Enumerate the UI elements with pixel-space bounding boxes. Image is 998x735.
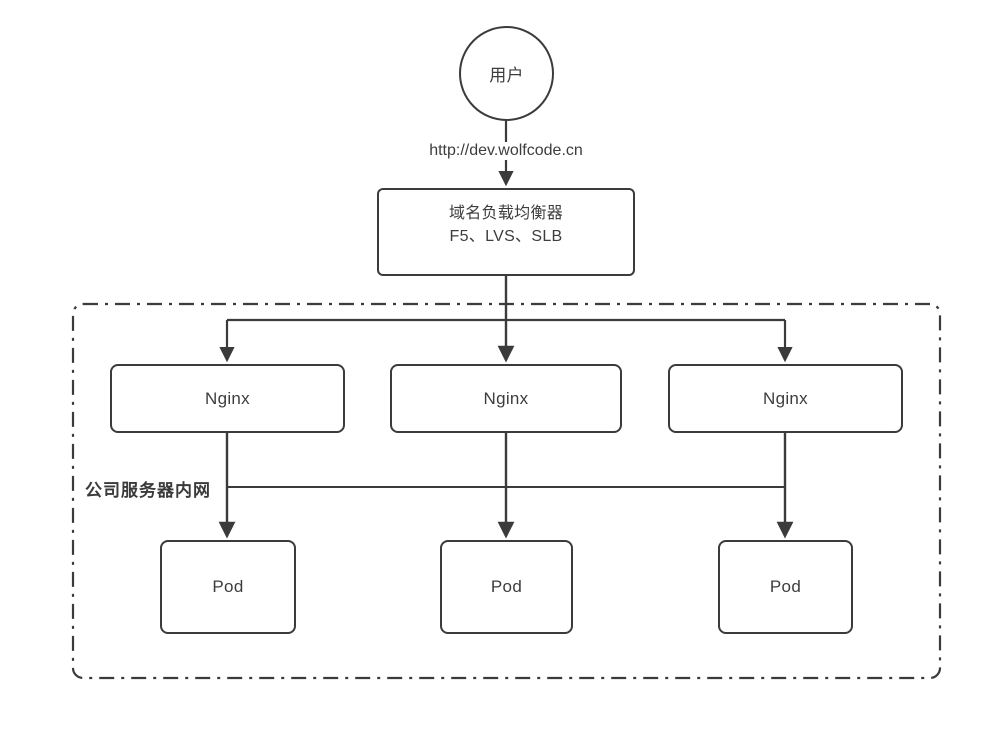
url-label: http://dev.wolfcode.cn [424,142,588,160]
nginx-node-3-label: Nginx [763,388,808,408]
pod-node-1: Pod [160,540,296,634]
load-balancer-title: 域名负载均衡器 [448,205,564,222]
nginx-node-2: Nginx [390,364,622,433]
nginx-node-1-label: Nginx [205,388,250,408]
pod-node-2: Pod [440,540,573,634]
nginx-node-2-label: Nginx [483,388,529,408]
load-balancer-subtitle: F5、LVS、SLB [449,228,563,245]
intranet-label: 公司服务器内网 [85,481,211,500]
load-balancer-node: 域名负载均衡器 F5、LVS、SLB [377,188,635,276]
pod-node-2-label: Pod [490,577,523,596]
nginx-node-1: Nginx [110,364,345,433]
user-node: 用户 [459,26,554,121]
pod-node-3: Pod [718,540,853,634]
pod-node-1-label: Pod [212,577,244,596]
pod-node-3-label: Pod [769,577,802,596]
user-node-label: 用户 [489,66,524,85]
nginx-node-3: Nginx [668,364,903,433]
